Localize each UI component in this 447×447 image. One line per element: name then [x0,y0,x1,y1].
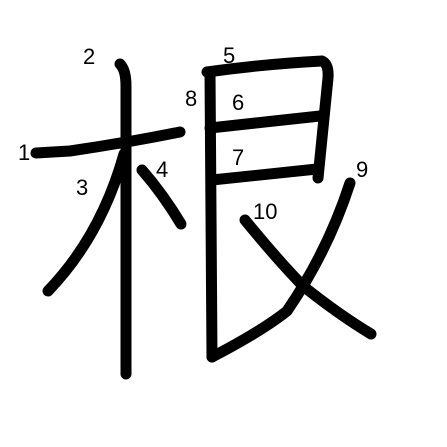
stroke-number-8: 8 [185,86,197,111]
stroke-number-4: 4 [156,157,168,182]
stroke-number-7: 7 [232,145,244,170]
stroke-number-9: 9 [356,157,368,182]
stroke-2 [114,58,132,380]
stroke-number-6: 6 [232,90,244,115]
stroke-number-3: 3 [76,175,88,200]
stroke-6 [204,110,326,134]
stroke-10 [239,214,377,340]
stroke-number-5: 5 [223,43,235,68]
stroke-number-2: 2 [83,44,95,69]
stroke-8 [204,66,218,363]
stroke-4 [136,164,187,230]
stroke-1 [30,126,186,159]
stroke-5 [201,55,334,184]
stroke-number-1: 1 [18,140,30,165]
stroke-9 [206,177,356,363]
stroke-3 [42,148,130,297]
stroke-number-10: 10 [253,199,277,224]
stroke-7 [206,163,323,186]
